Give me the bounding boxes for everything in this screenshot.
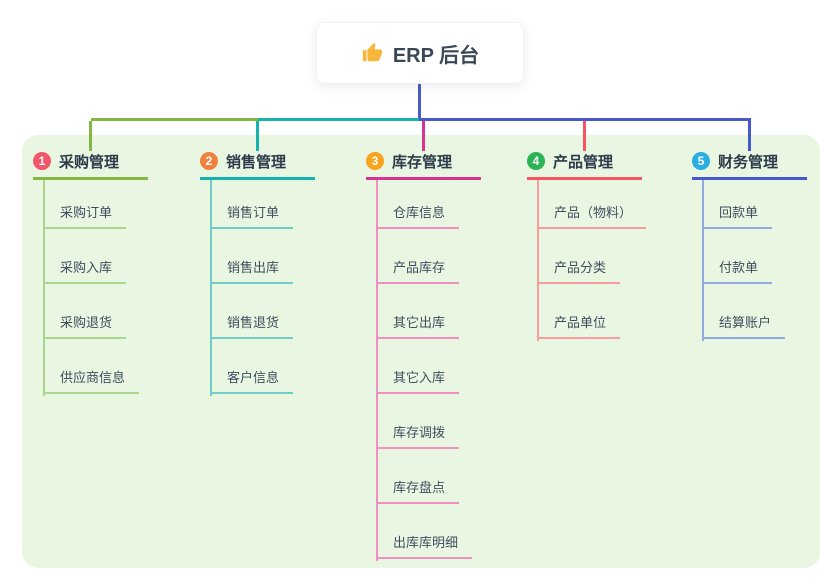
branch-item[interactable]: 库存盘点 — [376, 474, 460, 504]
bus-segment-blue — [419, 118, 751, 121]
branch-item[interactable]: 产品单位 — [537, 309, 621, 339]
branch-item[interactable]: 供应商信息 — [43, 364, 140, 394]
branch-drop-line — [256, 121, 259, 151]
branch-sub-vertical-line — [376, 180, 378, 561]
branch-item[interactable]: 客户信息 — [210, 364, 294, 394]
branch-item[interactable]: 仓库信息 — [376, 199, 460, 229]
branch-number-badge: 5 — [692, 152, 710, 170]
branch-header[interactable]: 2 销售管理 — [200, 145, 315, 180]
branch-label: 产品管理 — [553, 153, 614, 171]
thumbs-up-icon — [361, 42, 383, 64]
branch-sub-vertical-line — [537, 180, 539, 341]
branch-item[interactable]: 出库库明细 — [376, 529, 473, 559]
bus-segment-teal — [257, 118, 419, 121]
branch-header[interactable]: 1 采购管理 — [33, 145, 148, 180]
branch-item[interactable]: 产品库存 — [376, 254, 460, 284]
branch-item[interactable]: 采购退货 — [43, 309, 127, 339]
branch-item[interactable]: 产品分类 — [537, 254, 621, 284]
branch-drop-line — [748, 121, 751, 151]
branch-header[interactable]: 3 库存管理 — [366, 145, 481, 180]
root-title: ERP 后台 — [392, 44, 480, 67]
branch-item[interactable]: 付款单 — [702, 254, 773, 284]
branch-drop-line — [422, 121, 425, 151]
branch-item[interactable]: 销售订单 — [210, 199, 294, 229]
branch-sub-vertical-line — [702, 180, 704, 341]
branch-number-badge: 2 — [200, 152, 218, 170]
mindmap-panel — [22, 135, 820, 568]
branch-drop-line — [89, 121, 92, 151]
branch-item[interactable]: 其它入库 — [376, 364, 460, 394]
branch-drop-line — [583, 121, 586, 151]
branch-label: 财务管理 — [718, 153, 779, 171]
branch-item[interactable]: 产品（物料） — [537, 199, 647, 229]
branch-number-badge: 1 — [33, 152, 51, 170]
branch-label: 库存管理 — [392, 153, 453, 171]
root-node-erp[interactable]: ERP 后台 — [316, 22, 524, 84]
root-connector-line — [417, 82, 421, 121]
branch-item[interactable]: 结算账户 — [702, 309, 786, 339]
branch-label: 销售管理 — [226, 153, 287, 171]
branch-item[interactable]: 采购订单 — [43, 199, 127, 229]
branch-sub-vertical-line — [210, 180, 212, 396]
branch-header[interactable]: 4 产品管理 — [527, 145, 642, 180]
branch-item[interactable]: 库存调拨 — [376, 419, 460, 449]
branch-number-badge: 4 — [527, 152, 545, 170]
branch-item[interactable]: 采购入库 — [43, 254, 127, 284]
branch-item[interactable]: 回款单 — [702, 199, 773, 229]
bus-segment-green — [90, 118, 258, 121]
branch-sub-vertical-line — [43, 180, 45, 396]
branch-item[interactable]: 其它出库 — [376, 309, 460, 339]
branch-number-badge: 3 — [366, 152, 384, 170]
branch-item[interactable]: 销售退货 — [210, 309, 294, 339]
branch-label: 采购管理 — [59, 153, 120, 171]
branch-header[interactable]: 5 财务管理 — [692, 145, 807, 180]
branch-item[interactable]: 销售出库 — [210, 254, 294, 284]
